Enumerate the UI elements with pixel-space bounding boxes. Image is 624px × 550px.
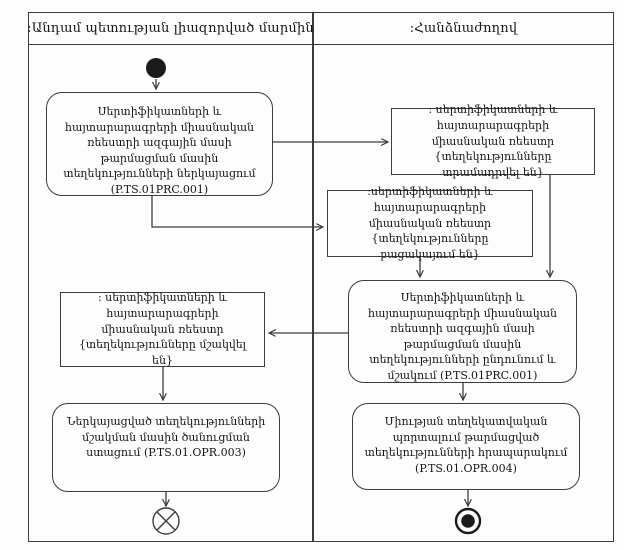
activity-receive-process: Սերտիֆիկատների և հայտարարագրերի միասնակա… [348,280,577,383]
lane-divider [312,12,314,542]
lane-header-authorized-body: :Անդամ պետության լիազորված մարմին [27,20,314,36]
object-registry-processed: : սերտիֆիկատների և հայտարարագրերի միասնա… [60,291,265,367]
lane-header-commission: :Հանձնաժողով [409,20,518,36]
activity-receive-notice: Ներկայացված տեղեկությունների մշակման մաս… [52,403,280,492]
object-registry-provided: : սերտիֆիկատների և հայտարարագրերի միասնա… [391,103,595,179]
diagram-frame [28,12,614,542]
lane-header-divider [28,44,614,45]
activity-publish-portal: Միության տեղեկատվական պորտալում թարմացվա… [352,403,580,490]
object-registry-missing: :սերտիֆիկատների և հայտարարագրերի միասնակ… [327,185,533,261]
activity-submit-info: Սերտիֆիկատների և հայտարարագրերի միասնակա… [46,92,273,196]
